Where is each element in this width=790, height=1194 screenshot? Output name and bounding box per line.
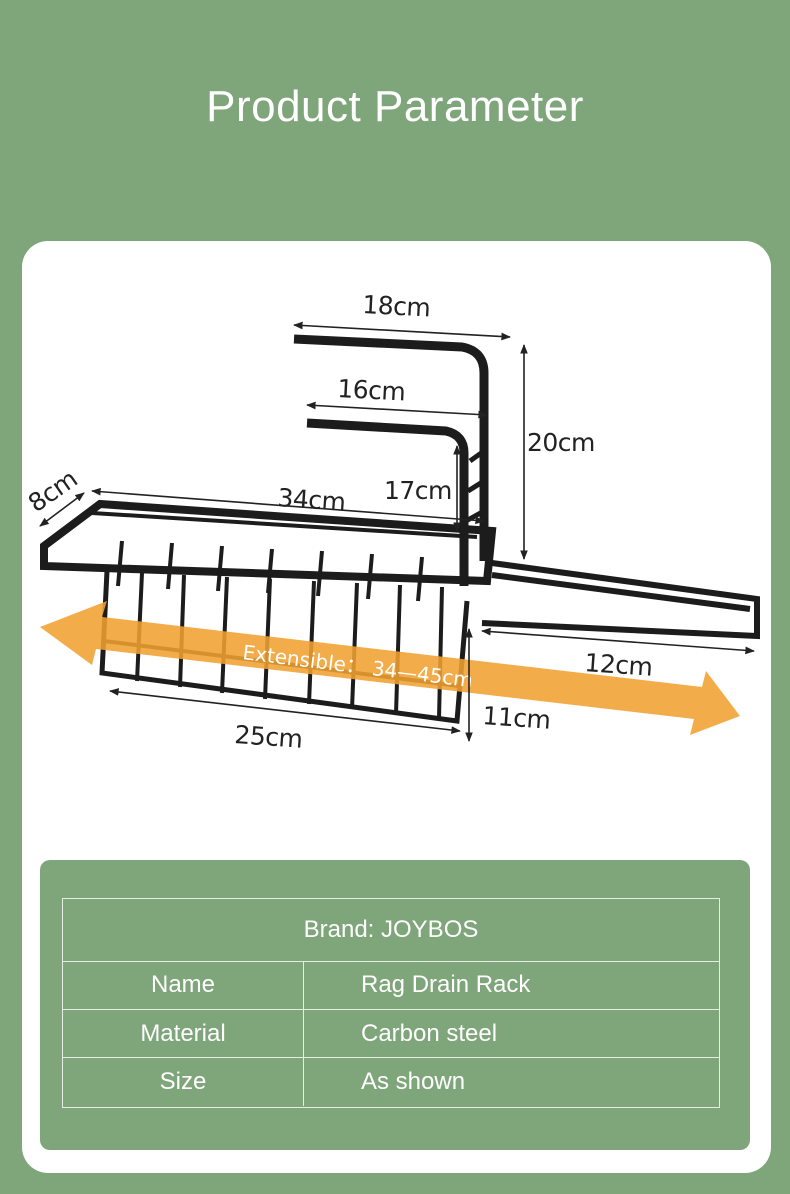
spec-value: As shown bbox=[361, 1068, 466, 1095]
rack-dimension-diagram: Extensible： 34—45cm 18cm 16cm 20cm 17cm … bbox=[23, 290, 760, 754]
spec-label: Material bbox=[63, 1010, 304, 1057]
table-row: Size As shown bbox=[63, 1058, 719, 1106]
spec-value: Carbon steel bbox=[361, 1019, 498, 1047]
dim-basket-height: 11cm bbox=[482, 701, 552, 735]
extension-arm bbox=[481, 560, 760, 640]
product-card: Extensible： 34—45cm 18cm 16cm 20cm 17cm … bbox=[22, 241, 771, 1173]
spec-value: Rag Drain Rack bbox=[361, 971, 531, 998]
dim-height-inner: 17cm bbox=[384, 476, 452, 505]
spec-panel: Brand: JOYBOS Name Rag Drain Rack Materi… bbox=[40, 860, 750, 1150]
table-row: Material Carbon steel bbox=[63, 1010, 719, 1058]
dim-depth: 8cm bbox=[23, 464, 83, 518]
dim-top-arm: 18cm bbox=[362, 290, 431, 323]
dim-length-bottom: 25cm bbox=[234, 720, 304, 754]
extensible-arrow bbox=[40, 601, 740, 735]
dim-mid-arm: 16cm bbox=[337, 374, 406, 407]
table-row: Name Rag Drain Rack bbox=[63, 961, 719, 1010]
rack-basket bbox=[40, 499, 497, 724]
spec-brand-row: Brand: JOYBOS bbox=[63, 899, 719, 962]
dim-extension: 12cm bbox=[584, 648, 654, 682]
spec-brand: Brand: JOYBOS bbox=[303, 916, 479, 943]
spec-label: Size bbox=[63, 1058, 304, 1106]
page-title: Product Parameter bbox=[206, 82, 584, 131]
dim-height-total: 20cm bbox=[527, 428, 595, 457]
dim-length-top: 34cm bbox=[277, 483, 347, 517]
spec-table: Brand: JOYBOS Name Rag Drain Rack Materi… bbox=[62, 898, 720, 1108]
spec-label: Name bbox=[63, 961, 304, 1009]
